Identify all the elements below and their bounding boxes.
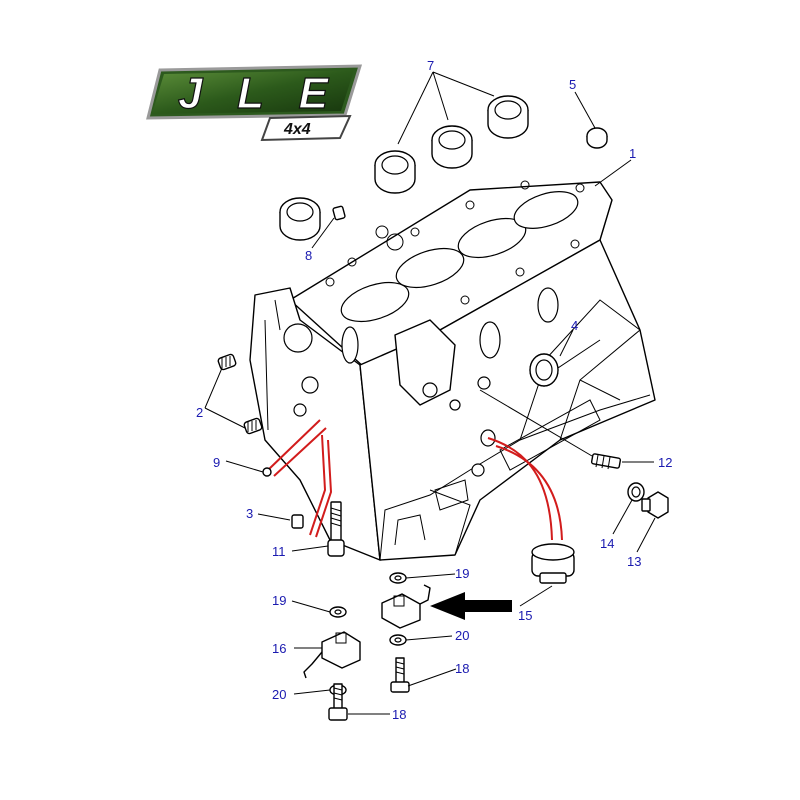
jle-4x4-logo: JLE 4x4 (146, 64, 363, 142)
callout-8: 8 (305, 248, 312, 263)
callout-18-left: 18 (392, 707, 406, 722)
plugs-2 (217, 353, 263, 435)
leader-lines (204, 71, 656, 715)
bolt-11 (327, 501, 345, 557)
callout-18-right: 18 (455, 661, 469, 676)
callout-20-left: 20 (272, 687, 286, 702)
bolt-18-left (328, 683, 348, 721)
cylinder-bore-1 (340, 281, 410, 323)
oil-path-left (267, 419, 327, 477)
washer-14 (627, 482, 645, 502)
logo-sub-text: 4x4 (283, 121, 311, 138)
callout-2: 2 (196, 405, 203, 420)
callout-14: 14 (600, 536, 614, 551)
ball-plug-9 (262, 467, 272, 477)
main-bearing-shells (279, 95, 529, 241)
core-plug (586, 127, 608, 149)
callout-15: 15 (518, 608, 532, 623)
callout-16: 16 (272, 641, 286, 656)
callout-19-right: 19 (455, 566, 469, 581)
callout-labels: 7 5 1 8 4 2 9 3 11 12 14 13 15 19 19 16 … (196, 58, 672, 722)
oil-jet-16 (303, 631, 361, 679)
callout-5: 5 (569, 77, 576, 92)
callout-1: 1 (629, 146, 636, 161)
callout-3: 3 (246, 506, 253, 521)
dowel-3 (291, 514, 304, 529)
stud-12 (479, 389, 622, 470)
cylinder-bore-4 (513, 191, 579, 229)
callout-4: 4 (571, 318, 578, 333)
oil-path-right (487, 437, 553, 541)
rear-oil-seal (529, 353, 559, 387)
logo-brand-text: JLE (178, 69, 330, 118)
callout-13: 13 (627, 554, 641, 569)
oil-jet-right (381, 584, 431, 629)
cylinder-bore-2 (395, 247, 465, 289)
callout-11: 11 (272, 544, 286, 559)
callout-12: 12 (658, 455, 672, 470)
callout-9: 9 (213, 455, 220, 470)
callout-20-right: 20 (455, 628, 469, 643)
cylinder-block (249, 180, 656, 561)
drain-plug-13 (641, 491, 669, 519)
callout-19-left: 19 (272, 593, 286, 608)
plug-15 (531, 543, 575, 584)
bolt-18-right (390, 657, 410, 693)
callout-7: 7 (427, 58, 434, 73)
arrow-indicator (430, 592, 512, 620)
dowel-8 (332, 205, 346, 221)
